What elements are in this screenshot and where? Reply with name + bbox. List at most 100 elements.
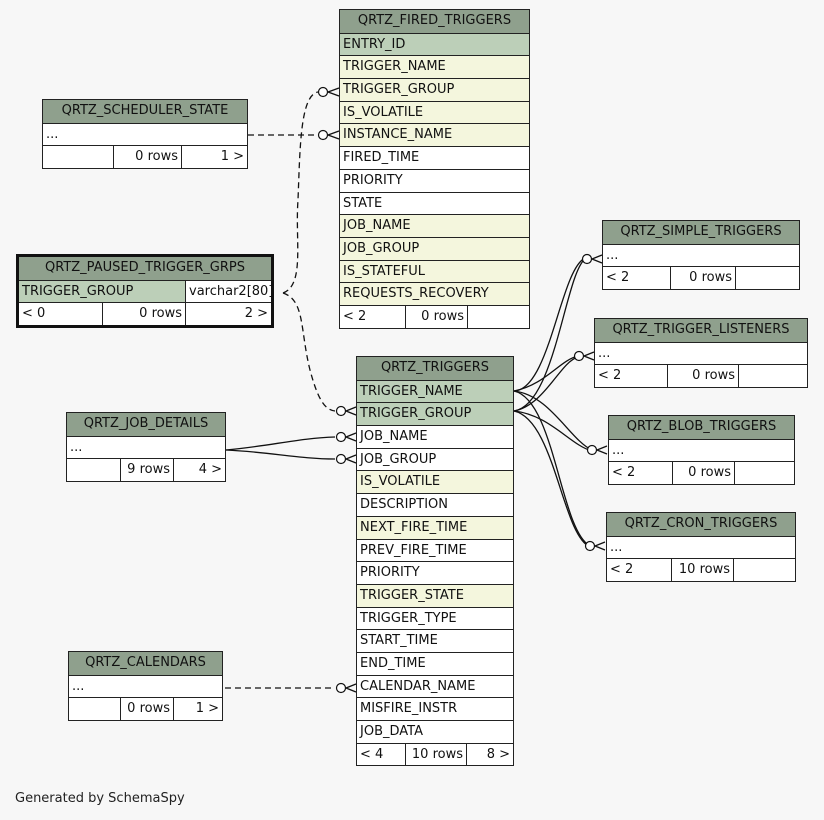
- footer-parents: [67, 459, 120, 481]
- footer-rows: 0 rows: [120, 698, 173, 721]
- table-column-row[interactable]: STATE: [340, 191, 529, 215]
- table-column-row[interactable]: REQUESTS_RECOVERY: [340, 282, 529, 305]
- table-column-row[interactable]: ...: [603, 243, 799, 267]
- table-header[interactable]: QRTZ_PAUSED_TRIGGER_GRPS: [19, 257, 271, 280]
- table-footer: < 2 0 rows: [603, 266, 799, 290]
- footer-rows: 0 rows: [670, 267, 735, 290]
- table-column-row[interactable]: ...: [69, 674, 222, 698]
- rel-paused-triggers-trigger-group: [282, 292, 336, 412]
- table-column-row[interactable]: TRIGGER_GROUP: [340, 78, 529, 101]
- table-column-row[interactable]: JOB_NAME: [340, 214, 529, 237]
- table-column-row[interactable]: JOB_GROUP: [340, 236, 529, 260]
- table-footer: < 2 0 rows: [340, 304, 529, 328]
- table-header[interactable]: QRTZ_TRIGGER_LISTENERS: [595, 319, 807, 342]
- table-qrtz-simple-triggers[interactable]: QRTZ_SIMPLE_TRIGGERS ... < 2 0 rows: [602, 220, 800, 291]
- table-column-row[interactable]: JOB_DATA: [357, 720, 513, 743]
- table-footer: < 2 10 rows: [607, 558, 795, 582]
- footer-rows: 0 rows: [672, 462, 734, 485]
- footer-rows: 0 rows: [113, 146, 181, 169]
- footer-children: [735, 267, 799, 290]
- table-column-row[interactable]: PRIORITY: [340, 168, 529, 192]
- footer-rows: 10 rows: [405, 743, 466, 766]
- rel-marker-circle: [335, 431, 347, 443]
- table-footer: 0 rows 1 >: [69, 697, 222, 721]
- table-column-row[interactable]: TRIGGER_NAME: [357, 379, 513, 403]
- footer-rows: 0 rows: [102, 303, 185, 326]
- table-header[interactable]: QRTZ_TRIGGERS: [357, 357, 513, 380]
- table-header[interactable]: QRTZ_FIRED_TRIGGERS: [340, 10, 529, 33]
- table-column-row[interactable]: END_TIME: [357, 651, 513, 675]
- table-column-row[interactable]: IS_VOLATILE: [340, 100, 529, 124]
- rel-triggers-cron-2: [513, 410, 591, 548]
- table-column-row[interactable]: INSTANCE_NAME: [340, 123, 529, 147]
- footer-parents: < 2: [612, 465, 636, 481]
- table-qrtz-trigger-listeners[interactable]: QRTZ_TRIGGER_LISTENERS ... < 2 0 rows: [594, 318, 808, 389]
- table-column-row[interactable]: JOB_NAME: [357, 425, 513, 448]
- footer-children: 8 >: [466, 743, 513, 766]
- table-column-row[interactable]: FIRED_TIME: [340, 146, 529, 169]
- rel-marker-circle: [317, 86, 329, 98]
- column-name: TRIGGER_GROUP: [22, 283, 134, 299]
- footer-parents: < 4: [360, 746, 384, 762]
- table-header[interactable]: QRTZ_SIMPLE_TRIGGERS: [603, 221, 799, 244]
- table-column-row[interactable]: ...: [67, 435, 225, 459]
- table-qrtz-scheduler-state[interactable]: QRTZ_SCHEDULER_STATE ... 0 rows 1 >: [42, 99, 248, 170]
- table-header[interactable]: QRTZ_BLOB_TRIGGERS: [609, 416, 794, 439]
- rel-marker-crowfoot: [345, 406, 357, 416]
- rel-triggers-listeners-2: [513, 356, 579, 412]
- table-column-row[interactable]: TRIGGER_NAME: [340, 55, 529, 79]
- rel-marker-crowfoot: [583, 351, 595, 361]
- table-column-row[interactable]: ...: [43, 122, 247, 146]
- rel-triggers-simple-1: [513, 257, 586, 392]
- table-qrtz-job-details[interactable]: QRTZ_JOB_DETAILS ... 9 rows 4 >: [66, 412, 226, 483]
- table-qrtz-fired-triggers[interactable]: QRTZ_FIRED_TRIGGERS ENTRY_ID TRIGGER_NAM…: [339, 9, 530, 329]
- table-footer: < 2 0 rows: [609, 461, 794, 485]
- table-header[interactable]: QRTZ_JOB_DETAILS: [67, 413, 225, 436]
- rel-job-details-job-group: [225, 449, 336, 460]
- table-column-row[interactable]: ...: [609, 438, 794, 462]
- table-qrtz-triggers[interactable]: QRTZ_TRIGGERS TRIGGER_NAME TRIGGER_GROUP…: [356, 356, 514, 767]
- footer-parents: [69, 698, 120, 720]
- table-column-row[interactable]: IS_STATEFUL: [340, 259, 529, 283]
- table-column-row[interactable]: ...: [595, 341, 807, 365]
- footer-children: 1 >: [173, 698, 222, 721]
- table-column-row[interactable]: DESCRIPTION: [357, 493, 513, 516]
- footer-parents: [43, 146, 113, 168]
- table-column-row[interactable]: IS_VOLATILE: [357, 470, 513, 494]
- rel-marker-crowfoot: [345, 454, 357, 464]
- table-qrtz-cron-triggers[interactable]: QRTZ_CRON_TRIGGERS ... < 2 10 rows: [606, 512, 796, 583]
- table-column-row[interactable]: MISFIRE_INSTR: [357, 697, 513, 720]
- table-column-row[interactable]: NEXT_FIRE_TIME: [357, 515, 513, 539]
- table-footer: < 2 0 rows: [595, 364, 807, 388]
- footer-parents: < 0: [22, 306, 46, 322]
- table-column-row[interactable]: TRIGGER_STATE: [357, 583, 513, 607]
- footer-rows: 0 rows: [667, 365, 738, 388]
- rel-marker-circle: [335, 405, 347, 417]
- footer-parents: < 2: [598, 368, 622, 384]
- table-column-row[interactable]: PREV_FIRE_TIME: [357, 538, 513, 562]
- table-column-row[interactable]: CALENDAR_NAME: [357, 674, 513, 698]
- column-type: varchar2[80]: [185, 280, 271, 303]
- rel-marker-circle: [317, 129, 329, 141]
- footer-rows: 9 rows: [120, 459, 173, 482]
- generated-by-caption: Generated by SchemaSpy: [15, 791, 185, 806]
- table-column-row[interactable]: JOB_GROUP: [357, 447, 513, 471]
- table-column-row[interactable]: TRIGGER_GROUP: [357, 402, 513, 426]
- table-column-row[interactable]: PRIORITY: [357, 561, 513, 584]
- table-qrtz-blob-triggers[interactable]: QRTZ_BLOB_TRIGGERS ... < 2 0 rows: [608, 415, 795, 486]
- table-column-row[interactable]: START_TIME: [357, 629, 513, 652]
- rel-triggers-cron-1: [513, 390, 591, 547]
- table-header[interactable]: QRTZ_CRON_TRIGGERS: [607, 513, 795, 536]
- table-qrtz-calendars[interactable]: QRTZ_CALENDARS ... 0 rows 1 >: [68, 651, 223, 722]
- table-header[interactable]: QRTZ_CALENDARS: [69, 652, 222, 675]
- footer-children: [733, 559, 795, 582]
- rel-marker-circle: [573, 350, 585, 362]
- table-column-row[interactable]: TRIGGER_GROUP varchar2[80]: [19, 279, 271, 303]
- table-column-row[interactable]: TRIGGER_TYPE: [357, 606, 513, 630]
- table-qrtz-paused-trigger-grps[interactable]: QRTZ_PAUSED_TRIGGER_GRPS TRIGGER_GROUP v…: [16, 254, 274, 329]
- rel-marker-crowfoot: [345, 683, 357, 693]
- table-column-row[interactable]: ENTRY_ID: [340, 32, 529, 56]
- table-column-row[interactable]: ...: [607, 535, 795, 559]
- table-header[interactable]: QRTZ_SCHEDULER_STATE: [43, 100, 247, 123]
